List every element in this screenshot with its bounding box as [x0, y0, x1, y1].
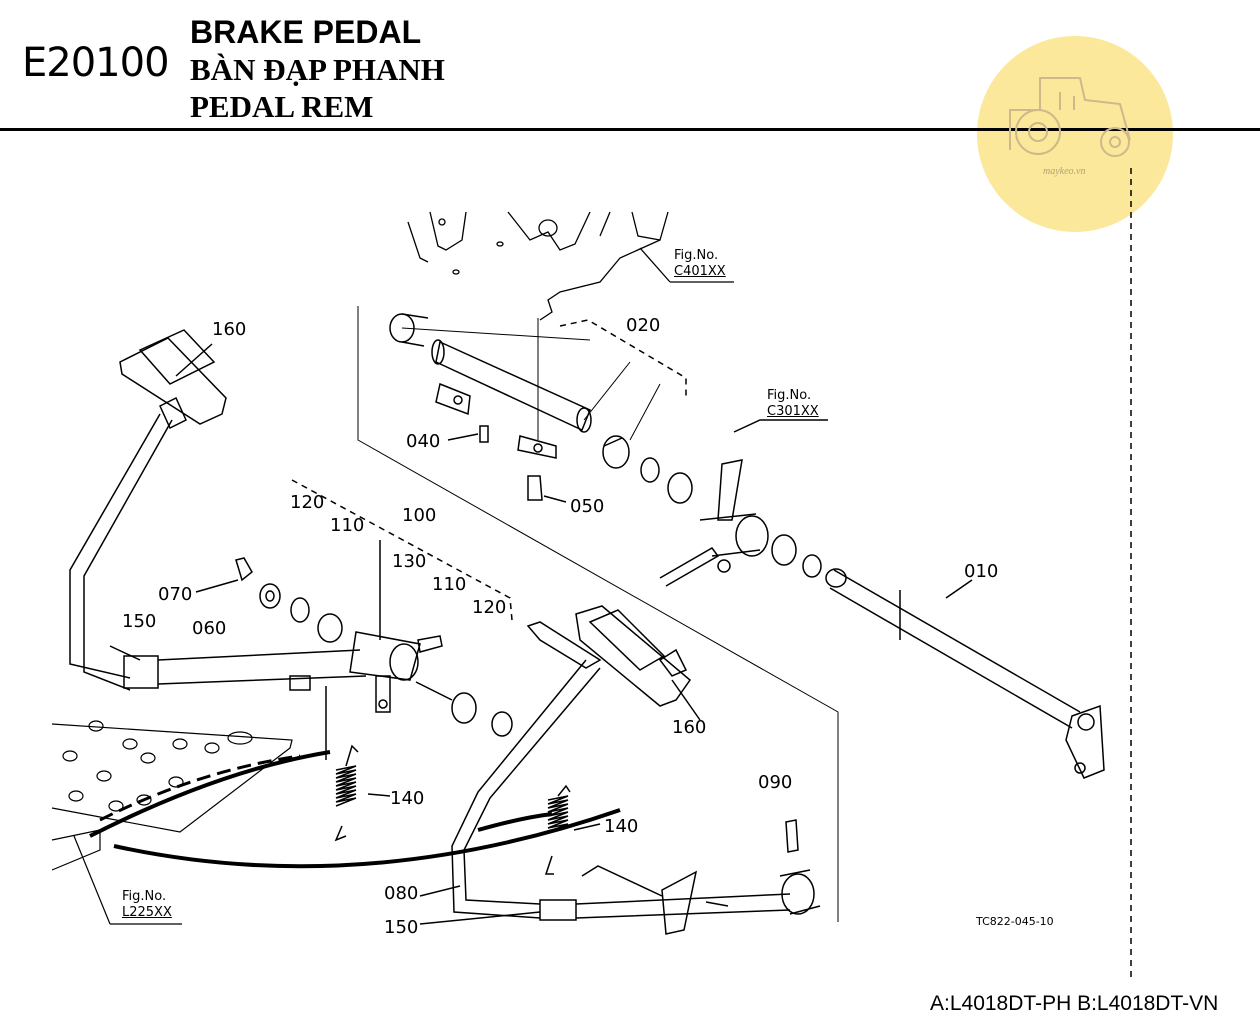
figure-ref-l225[interactable]: Fig.No. L225XX [122, 889, 172, 921]
part-label[interactable]: 100 [402, 505, 437, 526]
grease-fittings [447, 425, 567, 503]
housing-left [51, 720, 293, 925]
title-vietnamese: BÀN ĐẠP PHANH [190, 52, 445, 87]
part-label[interactable]: 110 [432, 574, 467, 595]
part-label[interactable]: 050 [570, 496, 605, 517]
part-label[interactable]: 120 [290, 492, 325, 513]
tractor-icon [1009, 77, 1131, 157]
header-rule [0, 128, 1260, 131]
logo-text: maykeo.vn [1043, 166, 1086, 177]
part-label[interactable]: 110 [330, 515, 365, 536]
title-indonesian: PEDAL REM [190, 89, 374, 124]
left-pedal [69, 329, 367, 691]
cable-lines [89, 750, 621, 869]
part-label[interactable]: 160 [212, 319, 247, 340]
figure-ref-label: Fig.No. [122, 889, 167, 904]
shaft-020 [389, 313, 693, 504]
part-label[interactable]: 080 [384, 883, 419, 904]
part-label[interactable]: 120 [472, 597, 507, 618]
part-label[interactable]: 130 [392, 551, 427, 572]
part-label[interactable]: 140 [390, 788, 425, 809]
part-label[interactable]: 020 [626, 315, 661, 336]
part-label[interactable]: 090 [758, 772, 793, 793]
pedal-lever [659, 419, 828, 587]
part-label[interactable]: 140 [604, 816, 639, 837]
part-label[interactable]: 060 [192, 618, 227, 639]
figure-ref-label: Fig.No. [767, 388, 812, 403]
part-label[interactable]: 010 [964, 561, 999, 582]
housing-top [407, 211, 734, 321]
part-label[interactable]: 040 [406, 431, 441, 452]
figure-ref-code: C301XX [767, 404, 819, 419]
figure-ref-c401[interactable]: Fig.No. C401XX [674, 248, 726, 280]
part-label[interactable]: 160 [672, 717, 707, 738]
section-code: E20100 [22, 40, 170, 86]
boss-100 [195, 479, 513, 760]
drawing-code: TC822-045-10 [976, 915, 1054, 928]
shaft-010 [825, 568, 1105, 779]
figure-ref-label: Fig.No. [674, 248, 719, 263]
title-english: BRAKE PEDAL [190, 14, 422, 50]
model-footer: A:L4018DT-PH B:L4018DT-VN [930, 992, 1219, 1015]
part-label[interactable]: 150 [122, 611, 157, 632]
figure-ref-code: L225XX [122, 905, 172, 920]
right-pedal [419, 605, 821, 935]
part-label[interactable]: 150 [384, 917, 419, 938]
part-label[interactable]: 070 [158, 584, 193, 605]
figure-ref-code: C401XX [674, 264, 726, 279]
figure-ref-c301[interactable]: Fig.No. C301XX [767, 388, 819, 420]
